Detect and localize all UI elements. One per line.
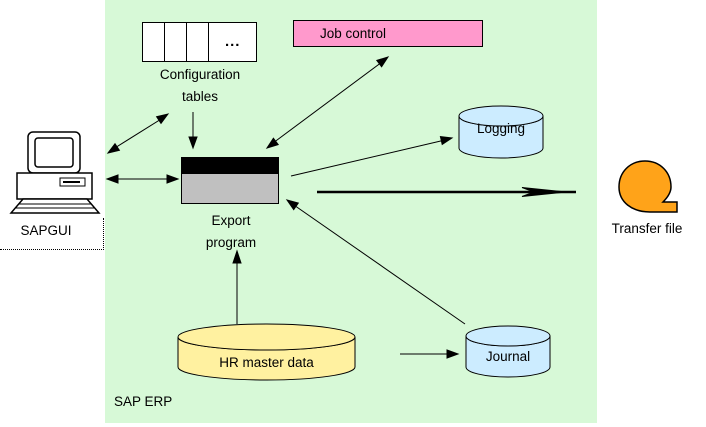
arrow-line <box>290 139 446 177</box>
arrow-hrdata-export <box>232 249 242 324</box>
arrow-journal-export <box>285 199 466 325</box>
config-table-cell: ... <box>209 23 256 61</box>
sap-erp-label: SAP ERP <box>114 394 173 409</box>
hr-master-data-cylinder <box>177 323 356 381</box>
export-program-label: Export program <box>171 210 291 254</box>
transfer-file-icon <box>618 160 678 213</box>
cylinder-top <box>465 325 551 347</box>
export-program-box <box>181 157 279 204</box>
journal-label: Journal <box>485 349 531 364</box>
arrow-line <box>290 202 466 325</box>
arrow-export-logging <box>290 136 454 177</box>
monitor-screen <box>34 137 74 168</box>
logging-cylinder <box>458 105 544 159</box>
arrow-head <box>446 349 460 359</box>
sapgui-label: SAPGUI <box>20 223 72 238</box>
computer-icon <box>9 131 101 214</box>
sapgui-dotted-box <box>0 218 104 250</box>
arrow-export-jobcontrol <box>265 56 390 149</box>
arrow-head <box>166 174 180 184</box>
cylinder-top <box>177 323 356 351</box>
config-table-cell <box>143 23 166 61</box>
config-table-cell <box>187 23 210 61</box>
arrow-head <box>375 56 390 68</box>
arrow-sapgui-export <box>105 174 180 184</box>
job-control-label: Job control <box>320 26 387 41</box>
config-table-cell <box>165 23 188 61</box>
export-program-title-band <box>182 158 278 174</box>
configuration-tables-label-line2: tables <box>181 89 219 104</box>
arrow-hrdata-journal <box>400 349 460 359</box>
journal-cylinder <box>465 325 551 378</box>
keyboard <box>9 198 101 214</box>
arrow-head <box>521 187 567 197</box>
job-control-box: Job control <box>293 20 483 47</box>
arrow-config-export <box>188 112 198 150</box>
transfer-file-label: Transfer file <box>611 221 683 236</box>
configuration-tables-label: Configuration tables <box>135 64 265 108</box>
arrow-head <box>232 249 242 264</box>
arrow-head <box>285 199 300 211</box>
cylinder-top <box>458 105 544 127</box>
arrow-line <box>109 115 167 152</box>
config-tables-ellipsis: ... <box>224 33 241 50</box>
arrow-head <box>105 174 119 184</box>
export-program-label-line2: program <box>205 235 257 250</box>
arrow-head <box>439 136 454 146</box>
logging-label: Logging <box>476 121 526 136</box>
arrow-head <box>265 137 280 149</box>
arrow-export-transferfile <box>317 187 576 197</box>
arrow-line <box>268 58 387 147</box>
configuration-tables-box: ... <box>142 22 257 62</box>
arrow-head <box>155 113 170 125</box>
arrow-head <box>188 136 198 150</box>
hr-master-data-label: HR master data <box>219 355 314 370</box>
configuration-tables-label-line1: Configuration <box>159 67 241 82</box>
arrows <box>105 56 576 359</box>
export-program-label-line1: Export <box>211 213 251 228</box>
arrow-sapgui-config <box>106 113 170 154</box>
arrow-head <box>106 142 121 154</box>
